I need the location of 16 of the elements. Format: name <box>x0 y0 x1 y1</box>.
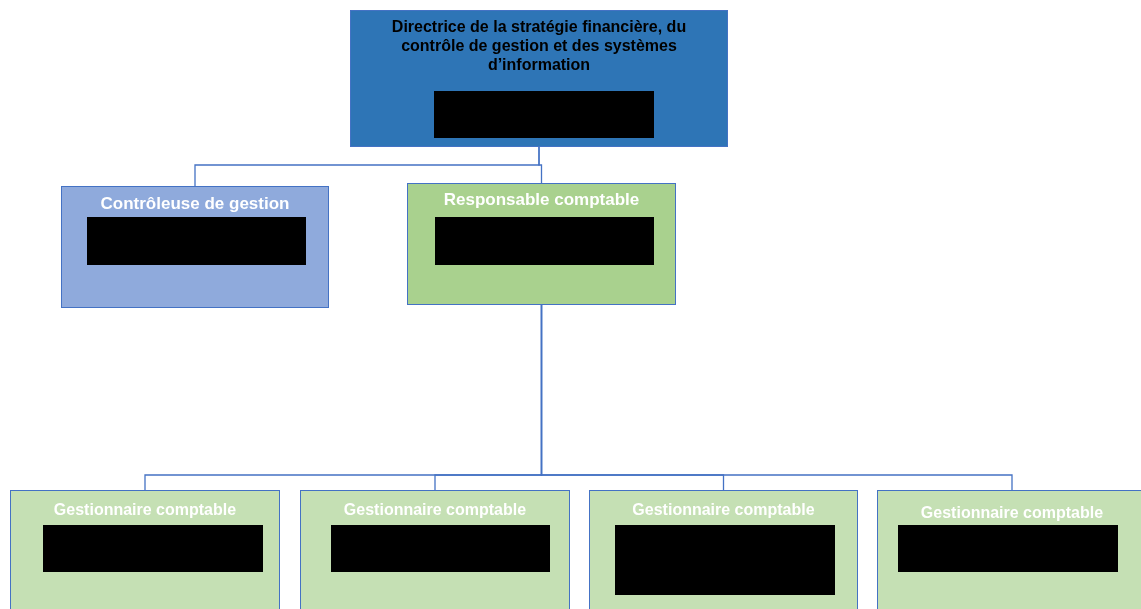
job-title: Gestionnaire comptable <box>631 500 816 520</box>
job-title: Gestionnaire comptable <box>342 500 528 520</box>
org-chart-box <box>589 490 858 609</box>
org-chart-box <box>350 10 728 147</box>
org-chart-box <box>877 490 1141 609</box>
connector-line <box>540 304 1013 491</box>
connector-line <box>538 146 543 184</box>
org-chart-box <box>10 490 280 609</box>
job-title: Responsable comptable <box>442 190 641 211</box>
job-title: Contrôleuse de gestion <box>99 194 291 215</box>
job-title: Gestionnaire comptable <box>919 503 1105 523</box>
job-title: Gestionnaire comptable <box>52 500 238 520</box>
org-chart-box <box>61 186 329 308</box>
job-title: Directrice de la stratégie financière, du contrôle de gestion et des systèmes d’information <box>390 17 688 75</box>
org-chart-box <box>407 183 676 305</box>
org-chart-box <box>300 490 570 609</box>
